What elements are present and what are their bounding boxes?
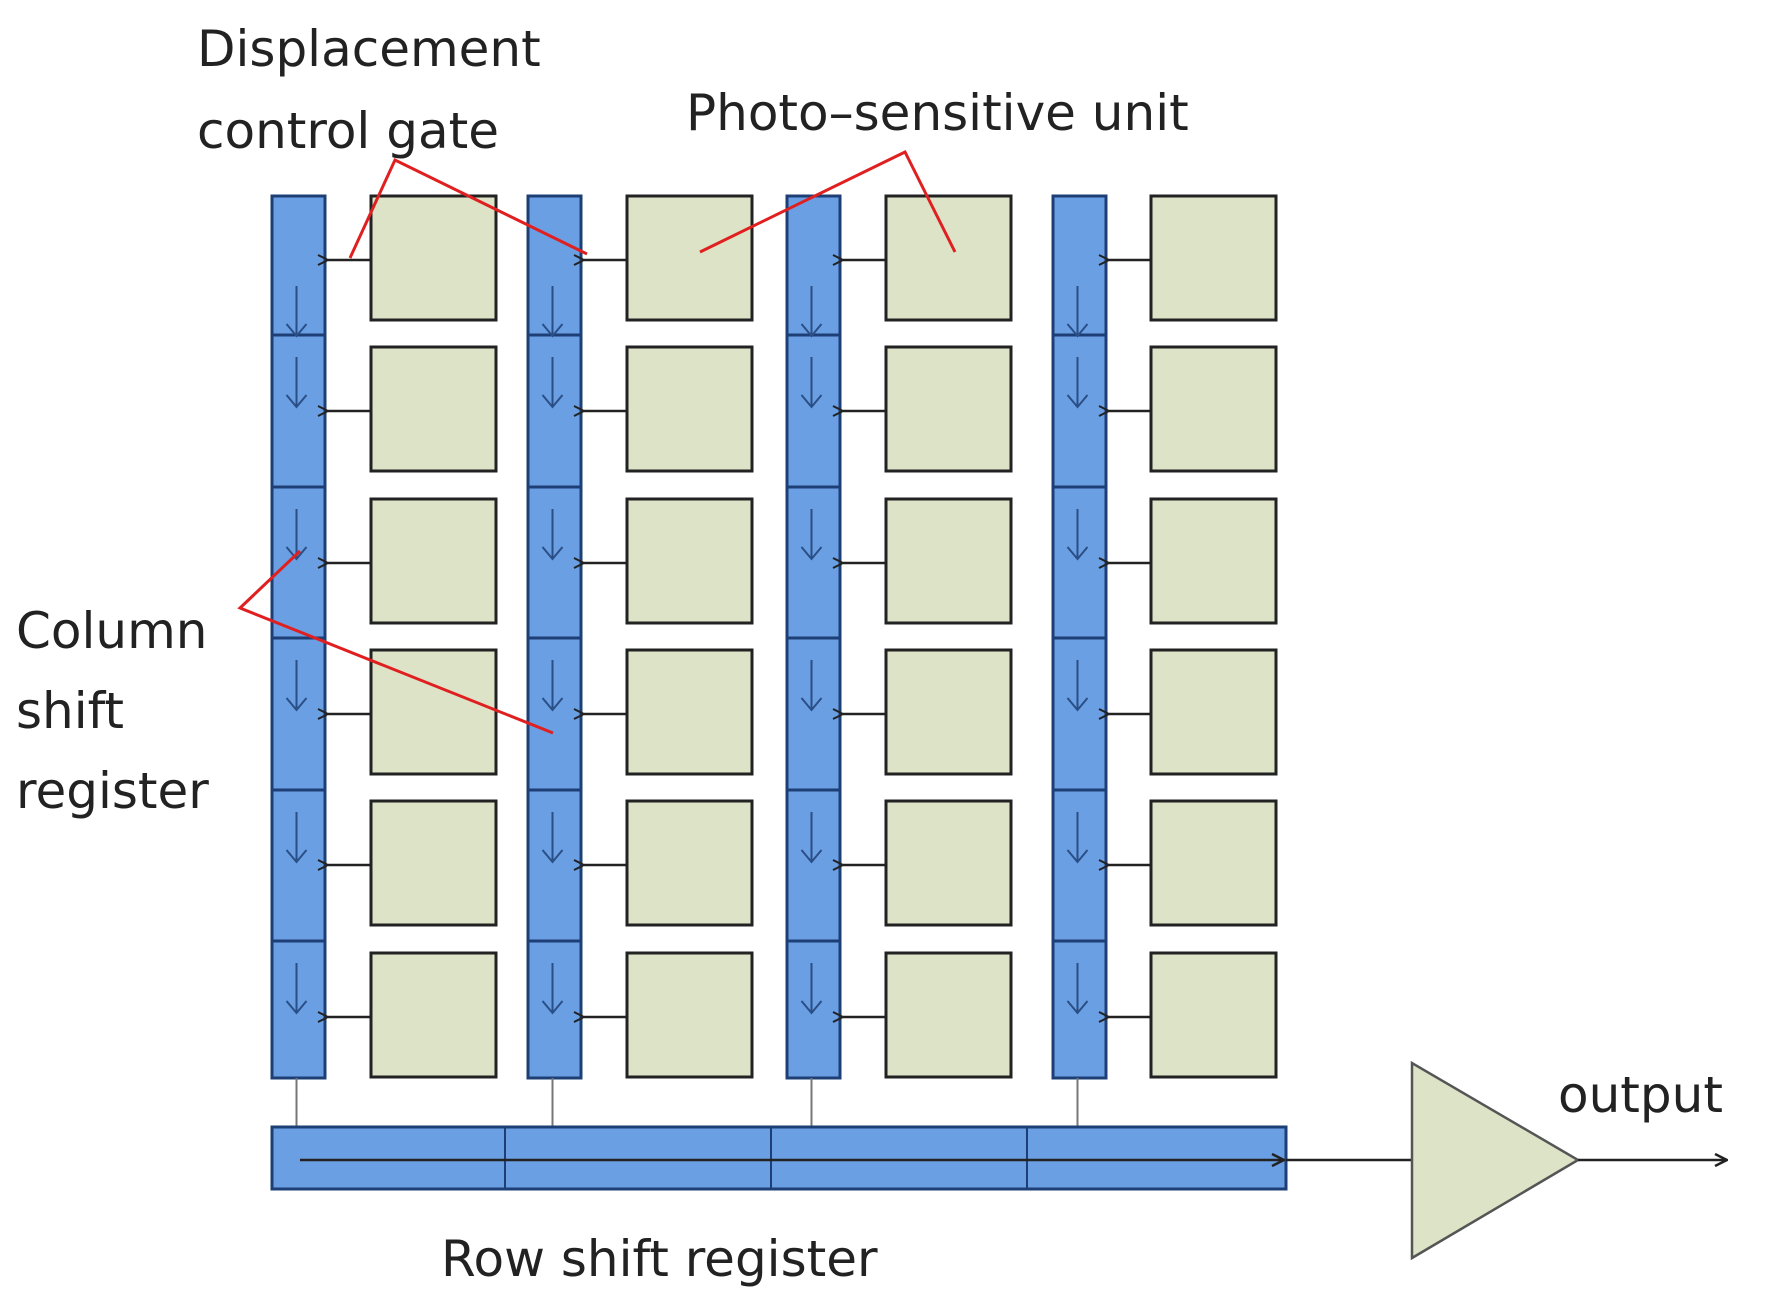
photo-sensitive-cell <box>1149 799 1278 927</box>
row-shift-register <box>270 1125 1288 1191</box>
row-shift-register-body <box>270 1125 1288 1191</box>
column-register-callout <box>237 549 554 735</box>
down-arrow-icon <box>285 697 308 712</box>
photo-sensitive-cell <box>884 799 1013 927</box>
photo-sensitive-cell <box>369 497 498 625</box>
column-shift-registers <box>270 194 1108 1080</box>
row-register-label: Row shift register <box>441 1230 878 1288</box>
down-arrow-icon <box>800 546 823 561</box>
photo-sensitive-units <box>369 194 1278 1079</box>
photo-sensitive-cell <box>369 799 498 927</box>
photo-sensitive-cell <box>1149 497 1278 625</box>
down-arrow-icon <box>1066 323 1089 338</box>
down-arrow-icon <box>800 323 823 338</box>
down-arrow-icon <box>541 323 564 338</box>
down-arrow-icon <box>1066 1000 1089 1015</box>
photo-sensitive-cell <box>884 194 1013 322</box>
down-arrow-icon <box>1066 697 1089 712</box>
amplifier-triangle-icon <box>1410 1060 1581 1261</box>
column-register-label-line3: register <box>16 762 209 820</box>
down-arrow-icon <box>800 1000 823 1015</box>
photo-sensitive-cell <box>884 648 1013 776</box>
displacement-gate-callout <box>348 157 588 259</box>
down-arrow-icon <box>1066 394 1089 409</box>
down-arrow-icon <box>541 849 564 864</box>
photo-sensitive-cell <box>625 345 754 473</box>
photo-sensitive-cell <box>884 497 1013 625</box>
down-arrow-icon <box>1066 546 1089 561</box>
photo-sensitive-cell <box>625 648 754 776</box>
photo-sensitive-cell <box>369 951 498 1079</box>
displacement-gate-label-line1: Displacement <box>197 20 541 78</box>
column-register-label-line2: shift <box>16 682 124 740</box>
photo-sensitive-cell <box>884 951 1013 1079</box>
callout-lines <box>237 150 957 735</box>
down-arrow-icon <box>285 849 308 864</box>
photo-sensitive-cell <box>369 648 498 776</box>
output-amplifier <box>1286 1060 1727 1261</box>
photo-sensitive-cell <box>625 497 754 625</box>
photo-sensitive-cell <box>1149 951 1278 1079</box>
down-arrow-icon <box>541 697 564 712</box>
down-arrow-icon <box>800 697 823 712</box>
photo-sensitive-cell <box>369 194 498 322</box>
photo-unit-label: Photo–sensitive unit <box>686 84 1189 142</box>
displacement-gate-label-line2: control gate <box>197 102 499 160</box>
down-arrow-icon <box>541 394 564 409</box>
photo-sensitive-cell <box>884 345 1013 473</box>
photo-sensitive-cell <box>625 951 754 1079</box>
down-arrow-icon <box>800 394 823 409</box>
down-arrow-icon <box>541 1000 564 1015</box>
down-arrow-icon <box>285 394 308 409</box>
photo-sensitive-cell <box>625 799 754 927</box>
down-arrow-icon <box>1066 849 1089 864</box>
photo-sensitive-cell <box>1149 194 1278 322</box>
photo-unit-callout <box>699 150 957 254</box>
photo-sensitive-cell <box>625 194 754 322</box>
photo-sensitive-cell <box>1149 345 1278 473</box>
down-arrow-icon <box>285 546 308 561</box>
down-arrow-icon <box>800 849 823 864</box>
down-arrow-icon <box>541 546 564 561</box>
transfer-arrows <box>328 260 1151 1017</box>
output-label: output <box>1558 1066 1723 1124</box>
down-arrow-icon <box>285 1000 308 1015</box>
photo-sensitive-cell <box>1149 648 1278 776</box>
column-register-label-line1: Column <box>16 602 207 660</box>
down-arrow-icon <box>285 323 308 338</box>
photo-sensitive-cell <box>369 345 498 473</box>
